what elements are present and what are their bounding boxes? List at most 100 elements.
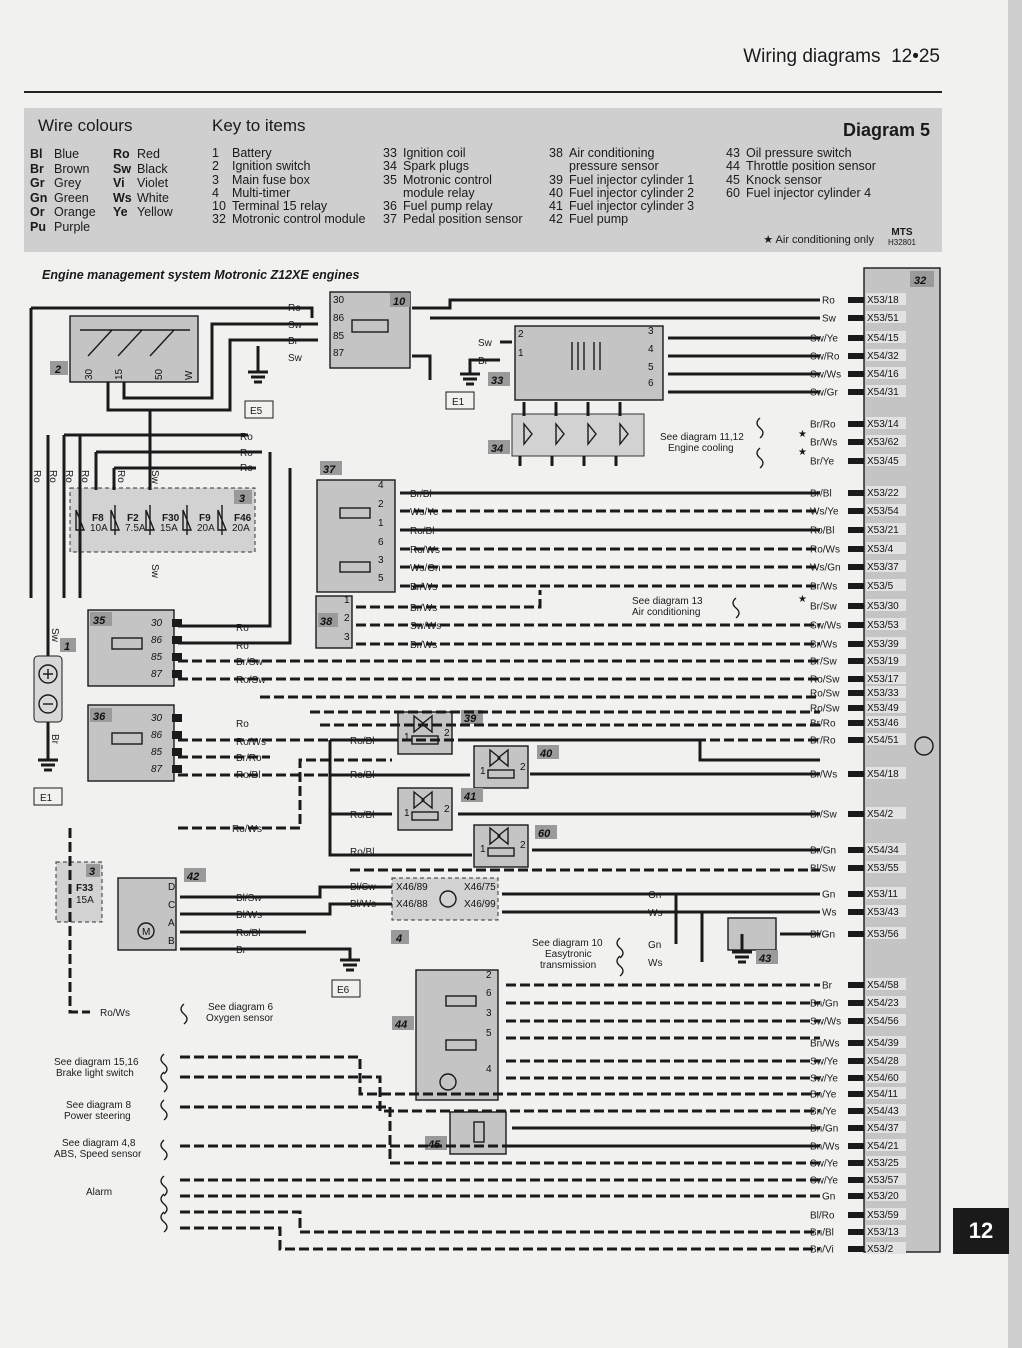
wire-label: Sw [288, 320, 303, 331]
ignition-switch-id: 2 [54, 364, 61, 376]
key-number: 2 [212, 159, 219, 174]
fusebox-box [69, 487, 256, 553]
battery-negative-icon [38, 694, 58, 714]
key-number: 36 [383, 199, 397, 214]
module-pin-label-bg [866, 560, 906, 572]
module-pin-label: X54/15 [867, 333, 899, 344]
key-text: Ignition coil [403, 146, 466, 160]
module-pin-label: X54/23 [867, 998, 899, 1009]
injector-60-badge [535, 825, 557, 839]
module-wire-label: Ro/Bl [810, 526, 834, 537]
multi-timer-id: 4 [395, 933, 402, 945]
wire-label: Br/Sw [236, 657, 263, 668]
tps-resistor-1-icon [445, 995, 477, 1007]
module-wire-label: Br/Gn [810, 846, 836, 857]
injector-41-badge [461, 788, 483, 802]
tps-id: 44 [394, 1019, 407, 1031]
module-pin-label: X53/30 [867, 601, 899, 612]
ign-term-15: 15 [114, 368, 125, 380]
module-pin-label-bg [866, 733, 906, 745]
injector-pin-2: 2 [520, 762, 526, 773]
oil-switch-badge [756, 950, 778, 964]
colour-name: Red [137, 147, 160, 161]
relay-pin-connector [172, 619, 182, 627]
module-pin-label-bg [866, 1054, 906, 1066]
wire-label: Ws [648, 958, 662, 969]
module-pin-label: X54/18 [867, 769, 899, 780]
xref-oxygen-1: See diagram 6 [208, 1002, 273, 1013]
module-pin-label: X53/33 [867, 688, 899, 699]
module-pin-label-bg [866, 435, 906, 447]
module-pin-connector [848, 811, 864, 817]
colour-name: Yellow [137, 205, 173, 219]
ground-e1-coil-box [445, 391, 475, 410]
fuse-rating: 20A [232, 523, 250, 534]
relay-10-id: 10 [393, 296, 406, 308]
xref-oxygen-2: Oxygen sensor [206, 1013, 274, 1024]
ac-pin-number: 3 [344, 632, 350, 643]
injector-pin-2: 2 [444, 728, 450, 739]
key-text: Knock sensor [746, 172, 822, 187]
module-pin-label-bg [866, 579, 906, 591]
xref-alarm: Alarm [86, 1187, 112, 1198]
module-pin-connector [848, 1125, 864, 1131]
multi-timer-pin: X46/88 [396, 899, 428, 910]
wire-label: Gn [648, 940, 661, 951]
module-pin-label: X53/2 [867, 1244, 894, 1255]
relay-pin-connector [172, 714, 182, 722]
pedal-pin-number: 4 [378, 480, 384, 491]
xref-steering-1: See diagram 8 [66, 1100, 131, 1111]
colour-code: Gn [30, 190, 48, 205]
relay-pin-connector [172, 765, 182, 773]
colour-name: Black [137, 161, 168, 176]
wire-relay10-module [412, 298, 820, 380]
module-pin-label: X53/11 [867, 889, 898, 900]
module-wire-label: Ro/Ws [810, 545, 840, 556]
module-pin-connector [848, 1193, 864, 1199]
xref-easytronic-1: See diagram 10 [532, 938, 603, 949]
wire-blsw [68, 828, 820, 1014]
vertical-wire-label: Ro [115, 470, 126, 483]
fuse-f33-name: F33 [76, 883, 94, 894]
vertical-wire-label: Ro [47, 470, 58, 483]
relay-10-pin-85: 85 [333, 331, 345, 342]
module-pin-label-bg [866, 701, 906, 713]
pedal-pin-number: 1 [378, 518, 384, 529]
module-pin-label-bg [866, 385, 906, 397]
fuse-f33-badge [86, 864, 100, 877]
relay-35-coil-icon [111, 637, 143, 650]
module-pin-label: X53/20 [867, 1191, 899, 1202]
colour-name: Purple [54, 219, 91, 234]
wire-label: Sw [478, 338, 493, 349]
wire-label: Bl/Ws [236, 910, 262, 921]
wire-label: Ro [240, 448, 253, 459]
ignition-switch-contacts-icon [80, 329, 190, 357]
module-pin-label: X54/37 [867, 1123, 899, 1134]
module-wire-label: Sw/Ye [810, 334, 838, 345]
module-wire-label: Gn [822, 890, 835, 901]
tps-pin-number: 6 [486, 988, 492, 999]
key-number: 4 [212, 185, 219, 200]
wire-labels: RoSwBrSwSwBrRoRoRoBr/BlWs/YeRo/BlRo/WsWs… [100, 303, 807, 1019]
injector-41-id: 41 [463, 791, 476, 803]
spark-plug-icon [523, 422, 629, 446]
injector-41-box [397, 787, 453, 831]
module-wire-label: Ws/Gn [810, 563, 841, 574]
